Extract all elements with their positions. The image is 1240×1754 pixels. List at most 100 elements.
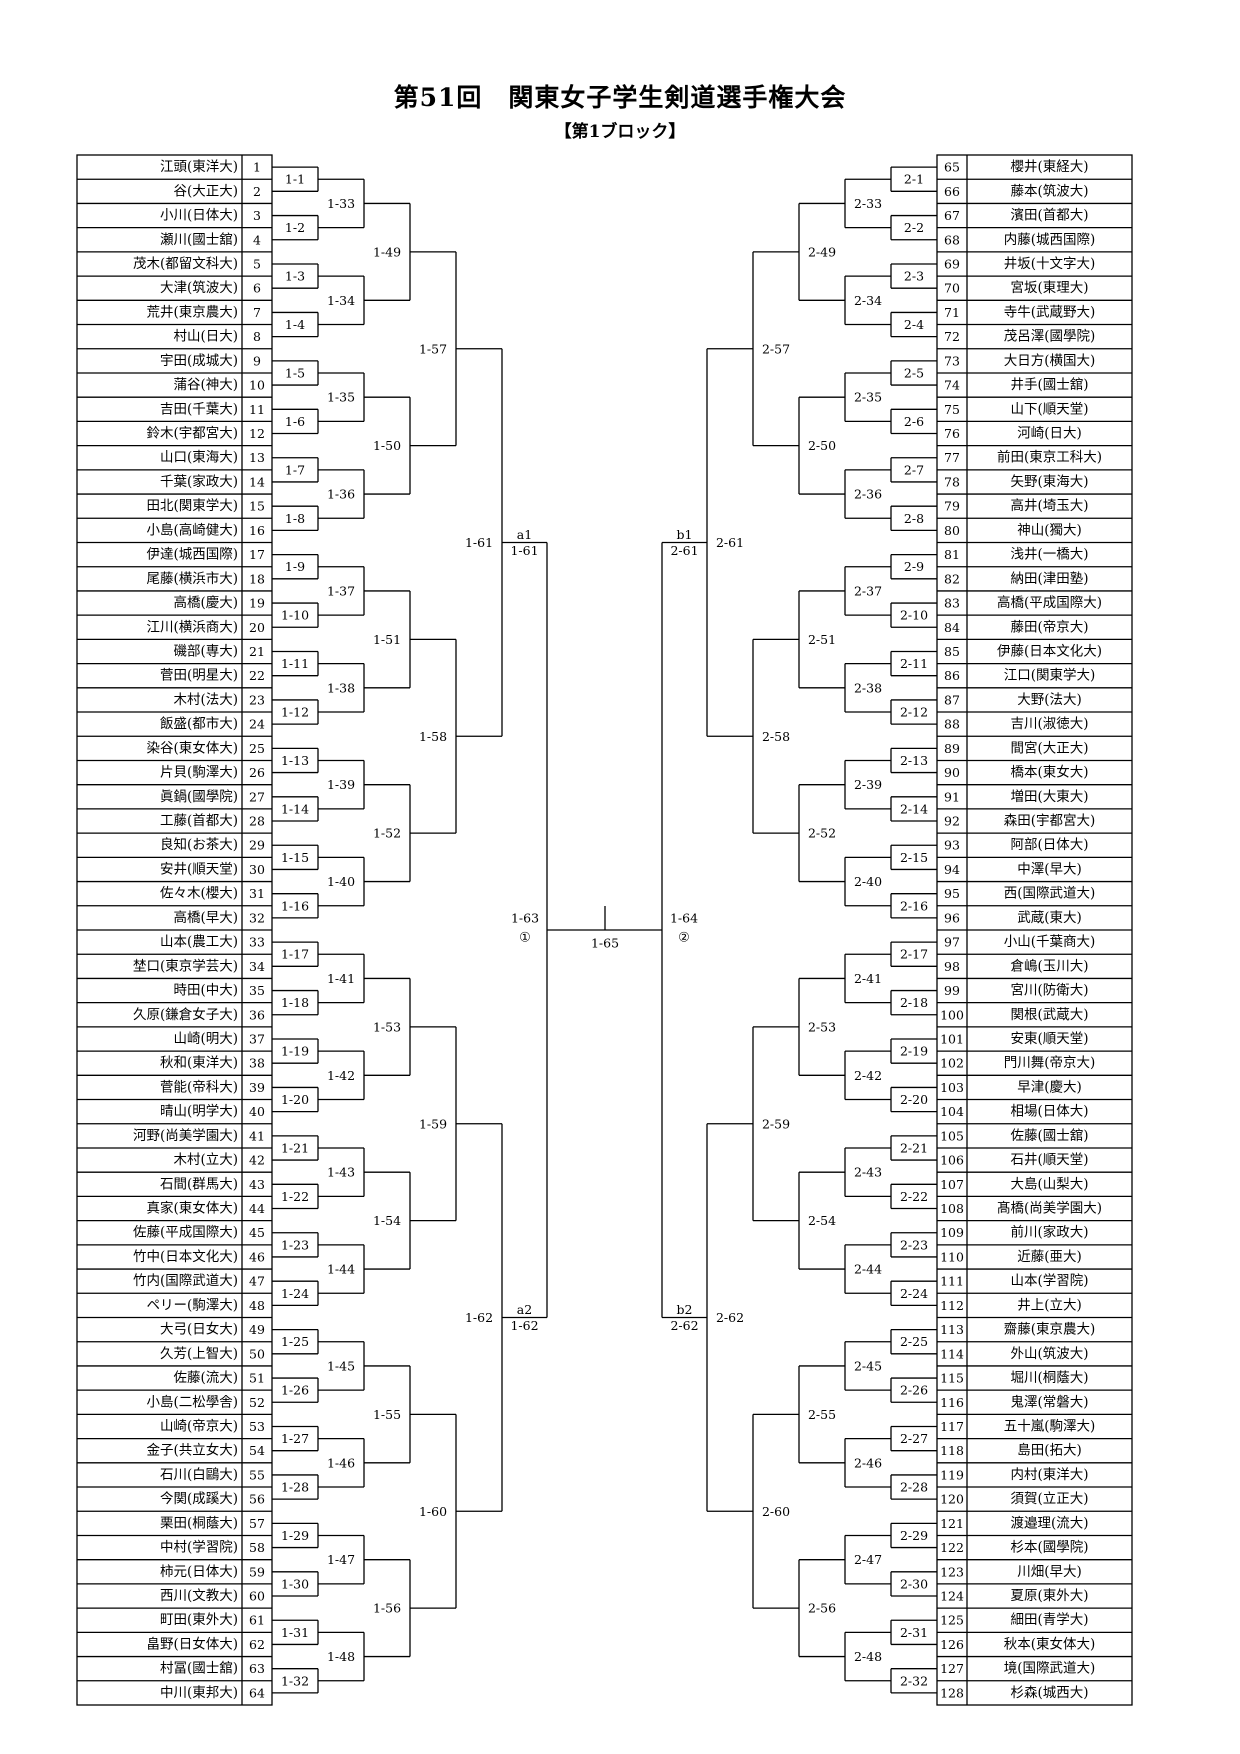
match-label: 2-59 <box>762 1116 790 1131</box>
match-label: 1-4 <box>285 317 305 332</box>
player-number: 34 <box>249 959 265 974</box>
player-number: 83 <box>944 596 960 611</box>
player-name: 境(国際武道大) <box>1004 1661 1096 1677</box>
player-number: 20 <box>249 620 265 635</box>
player-number: 97 <box>944 935 960 950</box>
match-label: 2-44 <box>854 1262 882 1277</box>
player-number: 59 <box>249 1564 265 1579</box>
player-number: 73 <box>944 353 960 368</box>
player-name: 吉田(千葉大) <box>160 401 238 417</box>
player-name: 石川(白鷗大) <box>160 1466 238 1483</box>
player-name: 杉森(城西大) <box>1010 1685 1088 1701</box>
match-label: 2-12 <box>900 705 928 720</box>
match-label: 1-47 <box>327 1552 355 1567</box>
player-name: 井上(立大) <box>1017 1297 1082 1313</box>
final-mark: ① <box>519 931 531 946</box>
player-number: 23 <box>249 692 265 707</box>
player-name: 宇田(成城大) <box>160 353 238 369</box>
player-number: 30 <box>249 862 265 877</box>
player-number: 55 <box>249 1467 265 1482</box>
player-name: 宮川(防衛大) <box>1010 983 1088 999</box>
player-number: 80 <box>944 523 960 538</box>
player-number: 35 <box>249 983 265 998</box>
player-number: 38 <box>249 1056 265 1071</box>
match-label: 1-49 <box>373 244 401 259</box>
player-number: 67 <box>944 208 960 223</box>
match-label: 1-15 <box>281 850 309 865</box>
player-number: 66 <box>944 184 960 199</box>
player-number: 32 <box>249 910 265 925</box>
block-subtitle: 【第1ブロック】 <box>554 122 686 142</box>
match-label: 2-8 <box>904 511 924 526</box>
player-number: 71 <box>944 305 960 320</box>
player-number: 17 <box>249 547 265 562</box>
match-label: 2-56 <box>808 1601 836 1616</box>
match-label: 2-3 <box>904 269 924 284</box>
player-number: 36 <box>249 1007 265 1022</box>
player-name: 島田(拓大) <box>1017 1443 1082 1459</box>
player-name: 久芳(上智大) <box>160 1346 238 1362</box>
match-label: 1-26 <box>281 1383 309 1398</box>
player-number: 110 <box>940 1249 964 1264</box>
player-number: 120 <box>940 1492 964 1507</box>
player-name: 村冨(國士舘) <box>160 1660 238 1677</box>
match-label: 2-61 <box>670 543 698 558</box>
match-label: 2-10 <box>900 608 928 623</box>
player-name: 武蔵(東大) <box>1017 910 1082 926</box>
match-label: 1-27 <box>281 1431 309 1446</box>
player-number: 10 <box>249 378 265 393</box>
player-number: 39 <box>249 1080 265 1095</box>
match-label: 1-53 <box>373 1019 401 1034</box>
match-label: 1-8 <box>285 511 305 526</box>
player-name: 佐藤(平成国際大) <box>133 1225 238 1241</box>
player-number: 43 <box>249 1177 265 1192</box>
player-number: 119 <box>940 1467 964 1482</box>
match-label: 2-18 <box>900 995 928 1010</box>
match-label: 1-14 <box>281 801 309 816</box>
player-name: 堀川(桐蔭大) <box>1010 1370 1088 1386</box>
match-label: 1-42 <box>327 1068 355 1083</box>
player-name: 内藤(城西国際) <box>1004 232 1096 248</box>
player-name: 茂呂澤(國學院) <box>1004 328 1096 345</box>
player-number: 46 <box>249 1249 265 1264</box>
player-number: 3 <box>253 208 261 223</box>
player-name: 眞鍋(國學院) <box>160 789 238 805</box>
player-number: 47 <box>249 1274 265 1289</box>
player-number: 111 <box>940 1274 964 1289</box>
match-label: 1-43 <box>327 1165 355 1180</box>
player-number: 51 <box>249 1371 265 1386</box>
player-name: 飯盛(都市大) <box>160 715 238 732</box>
player-name: 関根(武蔵大) <box>1010 1007 1088 1023</box>
match-label: 2-26 <box>900 1383 928 1398</box>
match-label: 2-5 <box>904 365 924 380</box>
player-name: 佐藤(流大) <box>173 1370 238 1386</box>
player-number: 25 <box>249 741 265 756</box>
player-number: 82 <box>944 571 960 586</box>
player-name: 大野(法大) <box>1017 692 1082 708</box>
player-number: 58 <box>249 1540 265 1555</box>
player-number: 62 <box>249 1637 265 1652</box>
match-label: 2-9 <box>904 559 924 574</box>
match-label: 1-9 <box>285 559 305 574</box>
player-name: 須賀(立正大) <box>1010 1491 1088 1507</box>
player-number: 8 <box>253 329 261 344</box>
player-name: 小島(高崎健大) <box>146 521 238 538</box>
match-label: 1-17 <box>281 947 309 962</box>
match-label: 1-52 <box>373 826 401 841</box>
match-label: 2-55 <box>808 1407 836 1422</box>
match-label: 1-2 <box>285 220 305 235</box>
player-number: 112 <box>940 1298 964 1313</box>
semifinal-tag: b1 <box>677 527 693 542</box>
player-name: 櫻井(東経大) <box>1010 158 1088 175</box>
player-name: 石間(群馬大) <box>160 1176 238 1192</box>
player-name: 埜口(東京学芸大) <box>133 958 238 974</box>
player-number: 101 <box>940 1031 964 1046</box>
match-label: 2-30 <box>900 1576 928 1591</box>
player-number: 37 <box>249 1031 265 1046</box>
match-label: 2-51 <box>808 632 836 647</box>
match-label: 2-17 <box>900 947 928 962</box>
player-name: 柿元(日体大) <box>160 1563 238 1580</box>
match-label: 1-31 <box>281 1625 309 1640</box>
player-name: 大弓(日女大) <box>160 1321 238 1338</box>
player-name: 高井(埼玉大) <box>1010 497 1088 514</box>
